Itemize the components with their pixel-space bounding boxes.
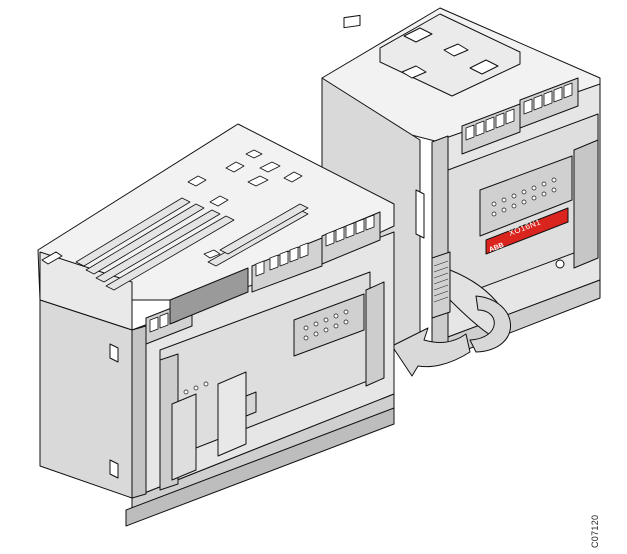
ribbon-cable	[431, 251, 511, 353]
brand-logo: ABB	[488, 242, 505, 254]
top-vents	[75, 197, 309, 291]
base-led-window	[293, 293, 365, 357]
brand-strip	[485, 207, 569, 255]
drawing-code-label: C07120	[590, 514, 600, 548]
base-led-grid	[303, 309, 349, 341]
status-screw	[555, 259, 565, 269]
base-slot-cover	[217, 371, 247, 457]
base-module	[37, 123, 395, 527]
expansion-module: ABB XO16N1	[321, 7, 601, 361]
cable-connector-plug	[431, 251, 451, 319]
expansion-led-grid	[491, 177, 557, 217]
assembly-arrow	[391, 327, 471, 377]
base-dark-cover	[169, 267, 249, 325]
